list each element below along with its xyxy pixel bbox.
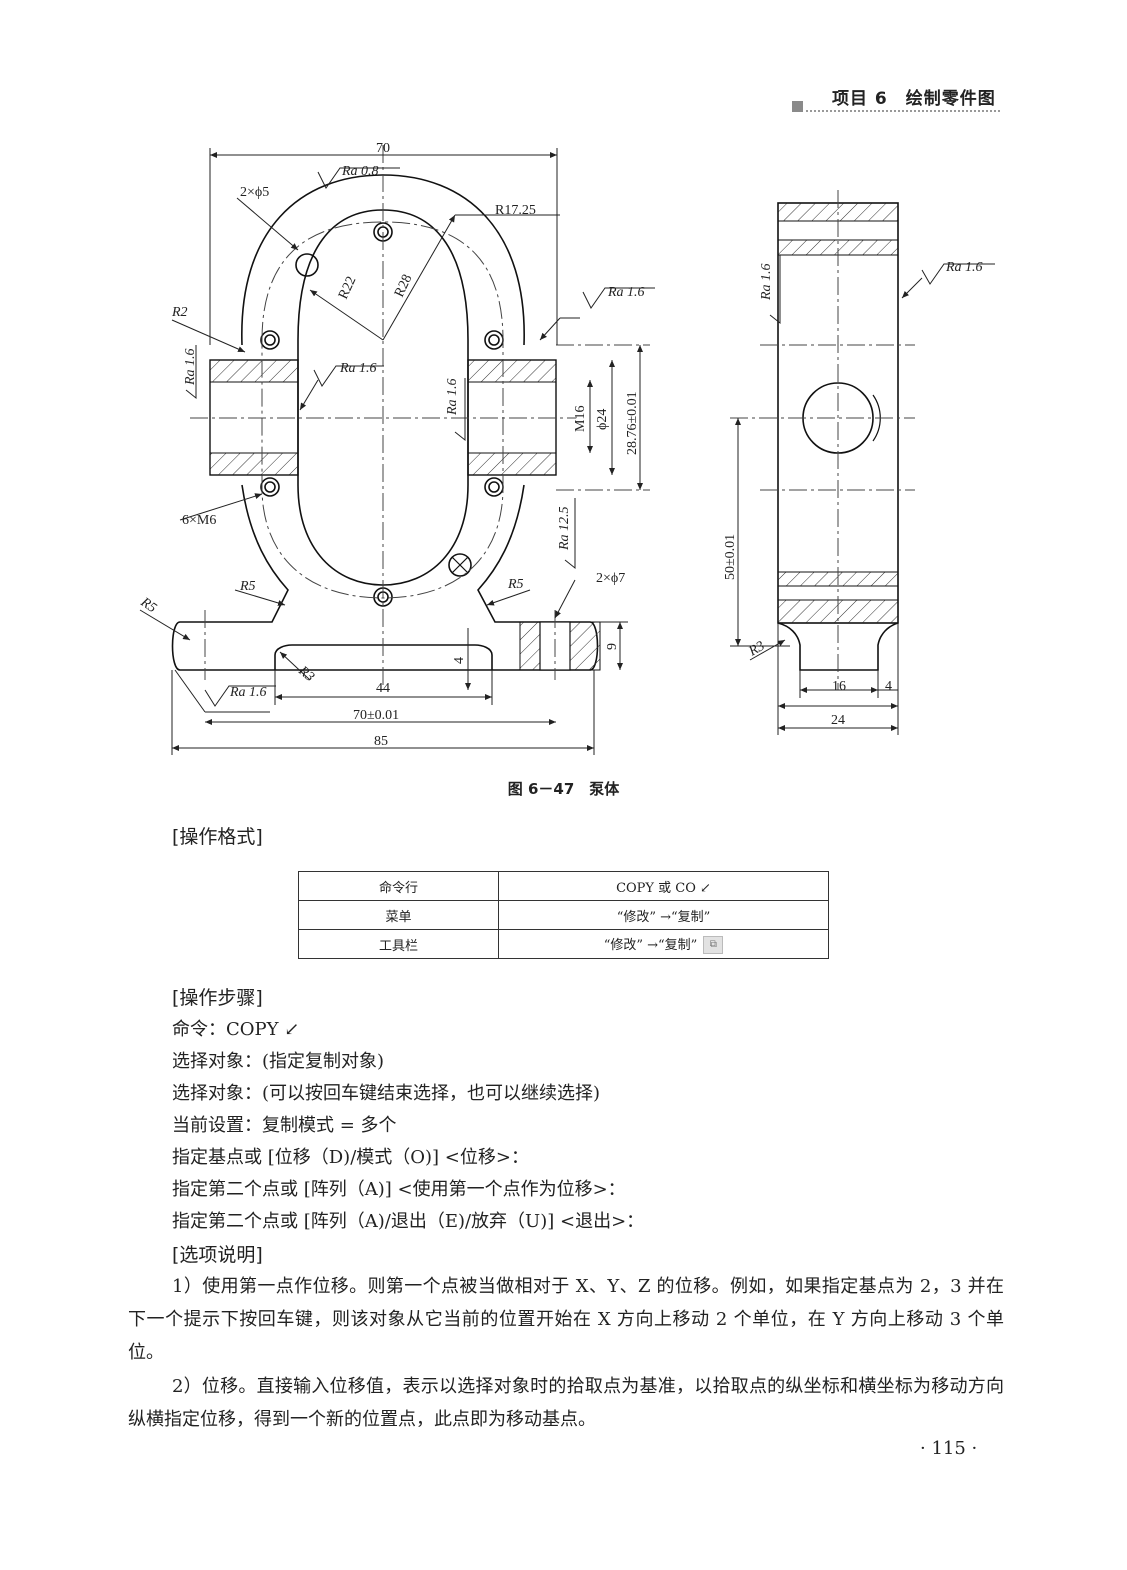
table-row: 工具栏 “修改” →“复制” ⧉ [298, 929, 829, 959]
copy-icon: ⧉ [703, 936, 724, 955]
ra-right-label: Ra 1.6 [607, 285, 645, 300]
step-line: 选择对象：(可以按回车键结束选择，也可以继续选择) [172, 1083, 601, 1104]
d24-label: ϕ24 [595, 409, 610, 430]
dim-44-label: 44 [376, 681, 390, 696]
front-view [171, 174, 601, 671]
side-ra-right-label: Ra 1.6 [945, 260, 983, 275]
dim-16-label: 16 [832, 679, 846, 694]
ra-bottom-label: Ra 1.6 [229, 685, 267, 700]
ra-inner-label: Ra 1.6 [339, 361, 377, 376]
d2876-label: 28.76±0.01 [625, 391, 640, 455]
table-cell-value: “修改” →“复制” [498, 900, 829, 930]
r22-label: R22 [336, 274, 359, 301]
r5-foot-label: R5 [137, 594, 159, 616]
r3-label: R3 [295, 663, 317, 685]
r5-right-label: R5 [507, 577, 524, 592]
dim-50-label: 50±0.01 [723, 534, 738, 580]
ra-125-label: Ra 12.5 [557, 506, 572, 551]
step-line: 选择对象：(指定复制对象) [172, 1051, 385, 1072]
figure-caption: 图 6－47 泵体 [507, 780, 620, 798]
step-line: 当前设置：复制模式 = 多个 [172, 1115, 397, 1136]
ra-top-label: Ra 0.8 [341, 164, 379, 179]
chapter-header-title: 项目 6 绘制零件图 [832, 89, 996, 109]
step-line: 指定基点或 [位移（D)/模式（O)] <位移>： [172, 1147, 529, 1168]
toolbar-path-text: “修改” →“复制” [603, 937, 698, 953]
table-row: 命令行 COPY 或 CO ↙ [298, 871, 829, 901]
r17-label: R17.25 [495, 203, 536, 218]
dim-70-tol-label: 70±0.01 [353, 708, 399, 723]
step-line: 指定第二个点或 [阵列（A)] <使用第一个点作为位移>： [172, 1179, 626, 1200]
pump-body-drawing: 70 Ra 0.8 2×ϕ5 R17.25 R22 R28 Ra 1.6 R2 … [137, 141, 995, 755]
dim-9-label: 9 [605, 643, 620, 650]
table-row: 菜单 “修改” →“复制” [298, 900, 829, 930]
dim-4-label: 4 [452, 657, 467, 664]
dim-85-label: 85 [374, 734, 388, 749]
m16-label: M16 [573, 406, 588, 432]
table-cell-label: 命令行 [298, 871, 499, 901]
holes-6xm6-label: 6×M6 [182, 513, 216, 528]
table-cell-value: COPY 或 CO ↙ [498, 871, 829, 901]
table-cell-label: 工具栏 [298, 929, 499, 959]
r5-left-label: R5 [239, 579, 256, 594]
page-number: · 115 · [920, 1438, 978, 1459]
side-ra-left-label: Ra 1.6 [759, 263, 774, 301]
option-paragraph-2: 2）位移。直接输入位移值，表示以选择对象时的拾取点为基准，以拾取点的纵坐标和横坐… [128, 1376, 1004, 1430]
header-marker [792, 101, 803, 112]
header-divider [806, 110, 1000, 112]
ra-mid-vert-label: Ra 1.6 [445, 378, 460, 416]
dim-70-label: 70 [376, 141, 390, 156]
step-line: 命令：COPY ↙ [172, 1019, 300, 1040]
table-cell-value-toolbar: “修改” →“复制” ⧉ [498, 929, 829, 959]
holes-2x5-label: 2×ϕ5 [240, 185, 269, 200]
r28-label: R28 [392, 272, 415, 299]
step-line: 指定第二个点或 [阵列（A)/退出（E)/放弃（U)] <退出>： [172, 1211, 645, 1232]
ra-left-vert-label: Ra 1.6 [183, 348, 198, 386]
side-dim-4-label: 4 [885, 679, 892, 694]
holes-2x7-label: 2×ϕ7 [596, 571, 625, 586]
steps-heading: [操作步骤] [172, 987, 263, 1009]
table-cell-label: 菜单 [298, 900, 499, 930]
r2-label: R2 [171, 305, 188, 320]
option-paragraph-1: 1）使用第一点作位移。则第一个点被当做相对于 X、Y、Z 的位移。例如，如果指定… [128, 1276, 1004, 1363]
operation-format-table: 命令行 COPY 或 CO ↙ 菜单 “修改” →“复制” 工具栏 “修改” →… [298, 871, 829, 959]
dim-24-label: 24 [831, 713, 845, 728]
format-heading: [操作格式] [172, 826, 263, 848]
side-r3-label: R3 [746, 639, 768, 660]
options-heading: [选项说明] [172, 1244, 263, 1266]
